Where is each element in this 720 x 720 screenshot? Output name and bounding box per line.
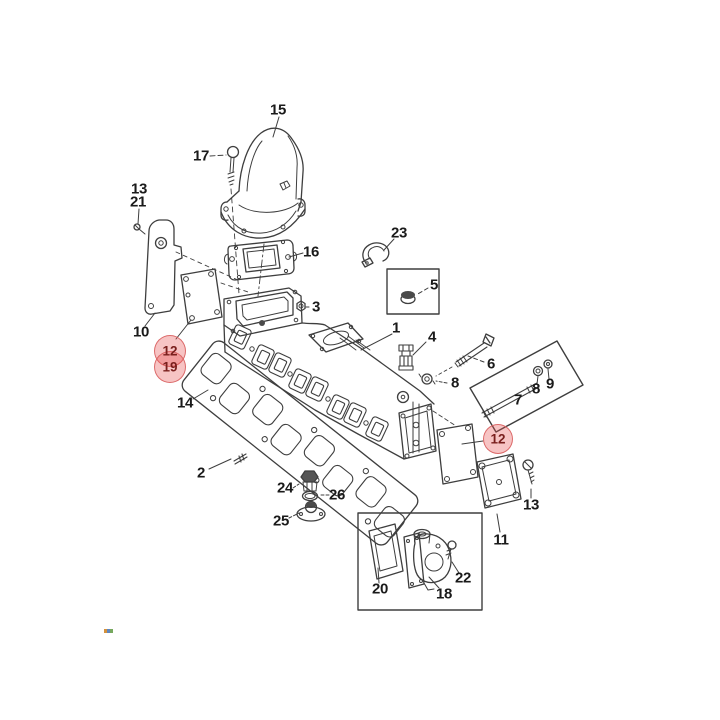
nut-3-art xyxy=(296,300,306,312)
leader-lines xyxy=(137,116,550,589)
callout-3: 3 xyxy=(311,298,321,316)
highlight-label-12-right: 12 xyxy=(490,431,506,447)
callout-18: 18 xyxy=(435,585,453,603)
gasket-16-art xyxy=(224,239,297,281)
callout-6: 6 xyxy=(486,355,496,373)
plug-5-box-art xyxy=(386,268,440,315)
highlight-label-19: 19 xyxy=(162,359,178,375)
callout-14: 14 xyxy=(176,394,194,412)
callout-5: 5 xyxy=(429,276,439,294)
gasket-12-right-art xyxy=(432,410,479,485)
screw-13-21-art xyxy=(133,223,146,235)
clamp-23-art xyxy=(361,242,390,268)
callout-24: 24 xyxy=(276,479,294,497)
callout-13-top: 13 xyxy=(130,180,148,198)
drain-fitting-25-art xyxy=(296,500,326,522)
bolt-17-art xyxy=(226,145,240,295)
cover-kit-box-art xyxy=(357,512,483,611)
bolt-6-art xyxy=(435,333,495,377)
callout-4: 4 xyxy=(427,328,437,346)
screw-13-right-art xyxy=(522,459,535,485)
callout-8-right: 8 xyxy=(531,380,541,398)
end-cap-11-art xyxy=(476,453,522,509)
callout-25: 25 xyxy=(272,512,290,530)
highlight-circle-12-right xyxy=(483,424,513,454)
callout-13-bottom: 13 xyxy=(522,496,540,514)
exhaust-elbow-15-art xyxy=(220,127,306,239)
callout-16: 16 xyxy=(302,243,320,261)
callout-11: 11 xyxy=(493,531,509,549)
nut-8-left-art xyxy=(418,373,436,385)
stud-2-art xyxy=(233,453,248,465)
seal-26-art xyxy=(301,490,319,502)
callout-2: 2 xyxy=(196,464,206,482)
fitting-4-art xyxy=(398,344,414,371)
callout-22: 22 xyxy=(454,569,472,587)
plug-24-art xyxy=(300,470,319,492)
highlight-label-12-left: 12 xyxy=(162,343,178,359)
callout-26: 26 xyxy=(328,486,346,504)
callout-17: 17 xyxy=(192,147,210,165)
callout-10: 10 xyxy=(132,323,150,341)
callout-15: 15 xyxy=(269,101,287,119)
callout-23: 23 xyxy=(390,224,408,242)
manifold-1-art xyxy=(223,287,437,460)
callout-21: 21 xyxy=(129,193,147,211)
callout-8-left: 8 xyxy=(450,374,460,392)
stud-kit-7-8-9-art xyxy=(469,340,584,433)
centerline xyxy=(257,243,265,297)
gasket-14-art xyxy=(181,340,419,546)
callout-7: 7 xyxy=(513,391,523,409)
callout-9: 9 xyxy=(545,375,555,393)
watermark-speck xyxy=(104,629,113,633)
callout-1: 1 xyxy=(391,319,401,337)
highlight-circle-19 xyxy=(154,351,186,383)
bracket-10-art xyxy=(144,219,252,325)
callout-20: 20 xyxy=(371,580,389,598)
